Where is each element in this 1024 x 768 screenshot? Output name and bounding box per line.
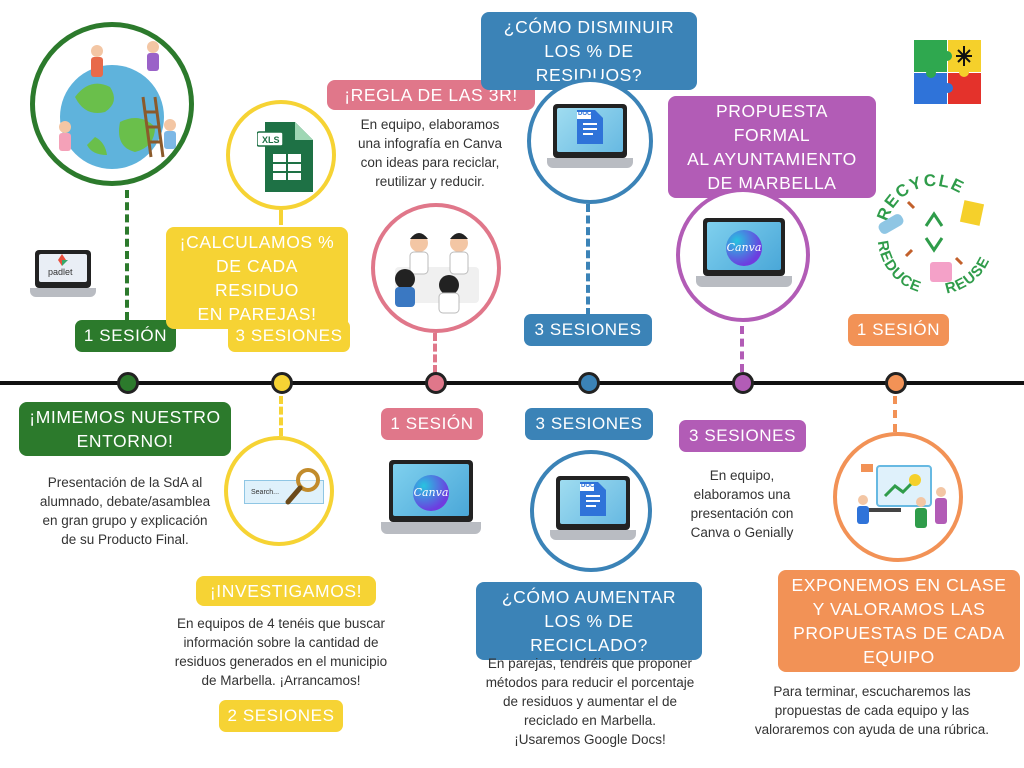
stage2-connector-top: [279, 210, 283, 225]
svg-text:REDUCE: REDUCE: [874, 239, 924, 296]
stage2-description: En equipos de 4 tenéis que buscar inform…: [174, 616, 388, 688]
stage6-sessions-badge: 1 SESIÓN: [848, 314, 949, 346]
docs-file-icon: [580, 482, 606, 516]
stage6-timeline-dot: [885, 372, 907, 394]
magnifier-icon: [285, 468, 320, 505]
stage2-top-title: ¡CALCULAMOS % DE CADA RESIDUO EN PAREJAS…: [166, 227, 348, 329]
recycle-badge: RECYCLE REDUCE REUSE: [868, 168, 1000, 300]
timeline-line: [0, 381, 1024, 385]
google-docs-laptop-icon: DOC: [550, 476, 636, 546]
xls-label: XLS: [262, 135, 280, 145]
doc-label-top: DOC: [578, 111, 592, 117]
xls-spreadsheet-icon: [257, 122, 313, 192]
stage5-image-circle: Canva: [676, 188, 810, 322]
stage4-top-title: ¿CÓMO DISMINUIR LOS % DE RESIDUOS?: [481, 12, 697, 90]
stage6-connector-bottom: [893, 396, 897, 432]
stage4-title: ¿CÓMO AUMENTAR LOS % DE RECICLADO?: [476, 582, 702, 660]
stage4-image-circle-bottom: DOC: [530, 450, 652, 572]
stage5-title: PROPUESTA FORMAL AL AYUNTAMIENTO DE MARB…: [668, 96, 876, 198]
stage6-image-circle: [833, 432, 963, 562]
canva-logo-icon: Canva: [413, 475, 449, 511]
canva-laptop-icon-3: Canva: [381, 460, 481, 538]
stage3-description: En equipo, elaboramos una infografía en …: [357, 117, 503, 189]
stage1-connector-top: [125, 190, 129, 320]
stage5-timeline-dot: [732, 372, 754, 394]
stage2-title: ¡INVESTIGAMOS!: [196, 576, 376, 606]
stage4-sessions-badge: 3 SESIONES: [525, 408, 653, 440]
puzzle-logo-icon: [914, 40, 981, 104]
stage3-timeline-dot: [425, 372, 447, 394]
presentation-icon: [857, 464, 947, 528]
stage4-image-circle-top: DOC: [527, 78, 653, 204]
stage1-timeline-dot: [117, 372, 139, 394]
stage1-title: ¡MIMEMOS NUESTRO ENTORNO!: [19, 402, 231, 456]
stage4-timeline-dot: [578, 372, 600, 394]
stage4-top-sessions-badge: 3 SESIONES: [524, 314, 652, 346]
stage1-sessions-badge: 1 SESIÓN: [75, 320, 176, 352]
stage2-connector-bottom: [279, 396, 283, 436]
padlet-laptop-icon: padlet: [30, 250, 96, 300]
doc-label: DOC: [581, 483, 595, 489]
reduce-text: REDUCE: [874, 239, 923, 296]
stage2-image-circle: XLS: [226, 100, 336, 210]
earth-volunteers-icon: [59, 41, 176, 169]
stage3-sessions-badge: 1 SESIÓN: [381, 408, 483, 440]
stage6-description: Para terminar, escucharemos las propuest…: [754, 684, 990, 737]
padlet-logo-icon: [58, 254, 68, 266]
search-box: Search...: [244, 480, 324, 504]
recycle-text: RECYCLE: [873, 171, 966, 224]
padlet-label: padlet: [48, 267, 73, 277]
stage1-image-circle: [30, 22, 194, 186]
stage2-timeline-dot: [271, 372, 293, 394]
stage4-connector-top: [586, 204, 590, 316]
stage2-search-circle: Search...: [224, 436, 334, 546]
stage6-title: EXPONEMOS EN CLASE Y VALORAMOS LAS PROPU…: [778, 570, 1020, 672]
docs-file-icon-top: [577, 110, 603, 144]
stage2-sessions-badge: 2 SESIONES: [219, 700, 343, 732]
stage5-description: En equipo, elaboramos una presentación c…: [690, 468, 794, 540]
stage2-top-sessions-badge: 3 SESIONES: [228, 320, 350, 352]
svg-text:RECYCLE: RECYCLE: [873, 171, 968, 224]
stage5-connector-top: [740, 326, 744, 372]
canva-logo-icon-5: Canva: [726, 230, 762, 266]
stage3-image-circle: [371, 203, 501, 333]
google-docs-laptop-icon-top: DOC: [547, 104, 633, 174]
stage1-description: Presentación de la SdA al alumnado, deba…: [39, 475, 211, 547]
stage3-connector-top: [433, 333, 437, 373]
stage4-description: En parejas, tendréis que proponer método…: [485, 656, 695, 747]
canva-laptop-icon: Canva: [696, 218, 792, 292]
students-icon: [395, 233, 479, 314]
stage5-sessions-badge: 3 SESIONES: [679, 420, 806, 452]
